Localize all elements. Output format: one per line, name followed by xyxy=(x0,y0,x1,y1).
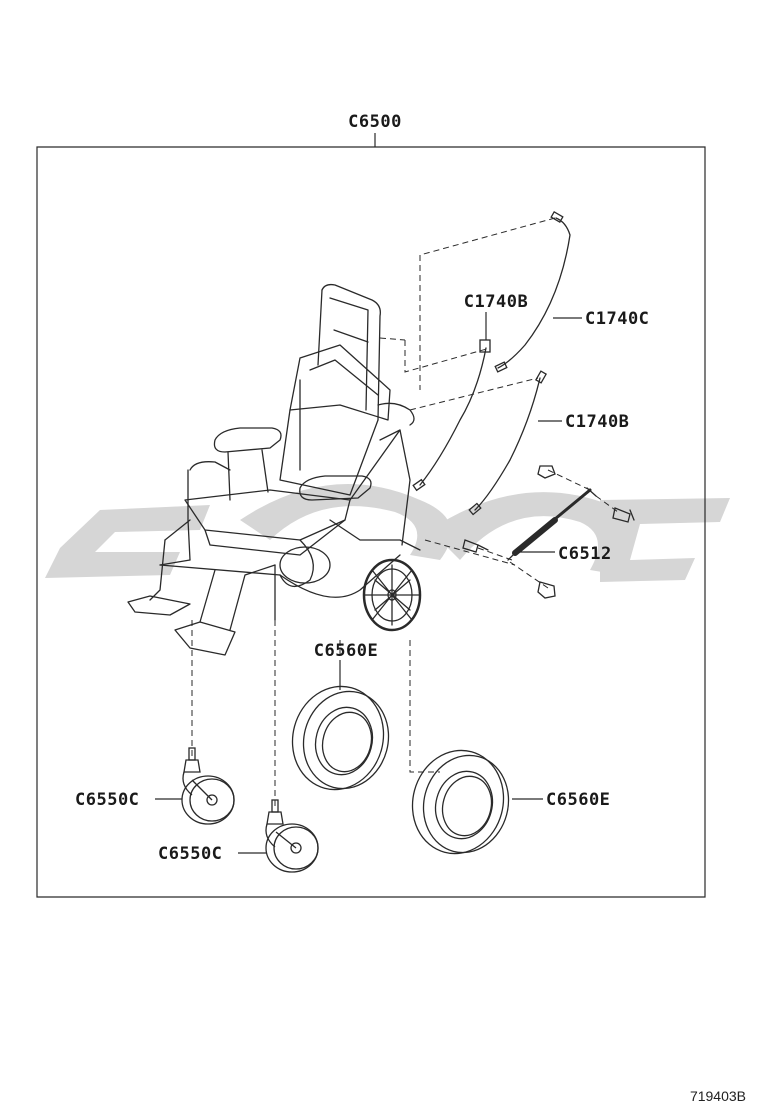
wheelchair-illustration xyxy=(127,283,422,656)
part-label-cable-upper: C1740B xyxy=(464,292,528,312)
caster-upper xyxy=(181,747,235,825)
part-label-tire-right: C6560E xyxy=(546,790,610,810)
part-label-caster-upper: C6550C xyxy=(75,790,139,810)
tire-right xyxy=(411,749,510,855)
document-id: 719403B xyxy=(689,1088,746,1104)
label-leader-lines xyxy=(155,312,582,854)
assembly-frame xyxy=(36,133,706,898)
tire-center xyxy=(291,685,390,791)
cables-and-spring xyxy=(412,211,635,599)
part-label-tire-center: C6560E xyxy=(314,641,378,661)
part-label-gas-spring: C6512 xyxy=(558,544,612,564)
assembly-dashed-lines xyxy=(191,217,619,810)
part-label-cable-lower: C1740B xyxy=(565,412,629,432)
part-label-caster-lower: C6550C xyxy=(158,844,222,864)
part-label-cable-right: C1740C xyxy=(585,309,649,329)
assembly-label: C6500 xyxy=(348,112,402,132)
caster-lower xyxy=(265,799,319,873)
watermark-logo xyxy=(45,484,730,582)
